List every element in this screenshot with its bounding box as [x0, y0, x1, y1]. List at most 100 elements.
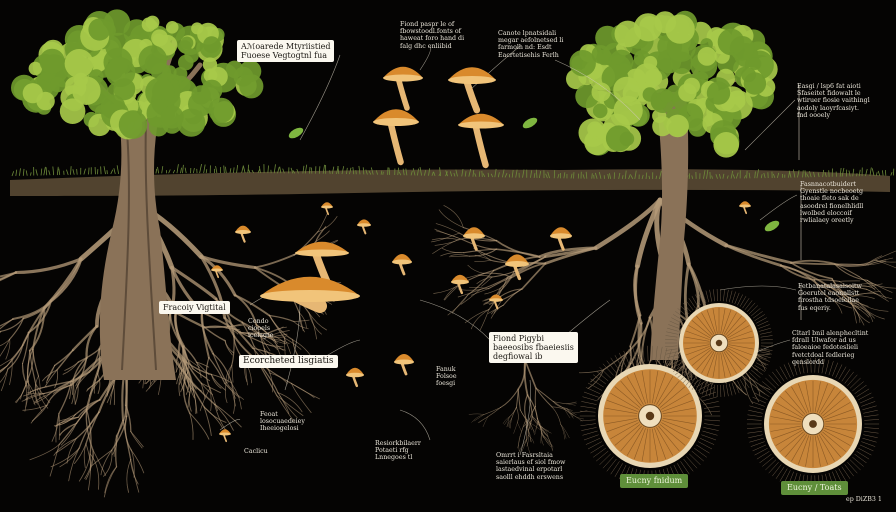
root-left [261, 336, 278, 351]
spore-disc-right-fringe [762, 381, 774, 392]
spore-disc-top-fringe [713, 289, 715, 302]
spore-disc-right-fringe [858, 392, 872, 401]
root-left [26, 350, 31, 382]
spore-disc-left-fringe [590, 444, 604, 454]
leader-line [419, 299, 491, 341]
spore-disc-top-fringe [667, 354, 679, 359]
grass-blade [487, 172, 490, 178]
root-left [97, 373, 101, 395]
spore-disc-left-fringe [602, 363, 614, 376]
spore-disc-left-fringe [582, 396, 598, 402]
root-left [55, 438, 77, 454]
tree-right-foliage [697, 47, 717, 66]
spore-disc-top-gill-line [684, 344, 710, 350]
spore-disc-top-fringe [685, 300, 694, 311]
grass-blade [19, 168, 21, 176]
root-center [534, 387, 537, 407]
root-right [724, 243, 783, 267]
grass-blade [502, 169, 505, 178]
spore-disc-left-fringe [610, 461, 620, 475]
spore-disc-left-gill-line [620, 425, 642, 452]
root-left [192, 389, 198, 414]
spore-disc-top-fringe [731, 291, 736, 304]
root-left [92, 449, 107, 476]
root-left [126, 459, 132, 493]
spore-disc-top-gill-line [691, 349, 712, 366]
spore-disc-right-fringe [750, 401, 765, 407]
spore-disc-left-fringe [659, 346, 663, 363]
grass-blade [648, 175, 651, 180]
root-left [46, 384, 72, 406]
grass-blade [72, 169, 75, 175]
root-left [189, 412, 194, 440]
spore-disc-right-gill-line [822, 396, 847, 417]
spore-disc-right-fringe [746, 427, 762, 429]
spore-disc-top-fringe [677, 369, 687, 378]
grass-blade [641, 174, 644, 180]
grass-blade [817, 172, 820, 178]
grass-blade [236, 165, 239, 174]
spore-disc-right-fringe [847, 462, 858, 474]
spore-disc-top-fringe [739, 296, 747, 307]
grass-blade [630, 175, 634, 180]
spore-disc-right-gill-line [770, 425, 801, 432]
root-center [524, 394, 529, 421]
spore-disc-top-fringe [737, 380, 743, 392]
spore-disc-left-fringe [587, 441, 602, 450]
root-left [224, 340, 233, 356]
root-left [0, 317, 24, 332]
root-right [839, 280, 861, 282]
root-right [874, 250, 896, 261]
spore-disc-top-fringe [685, 375, 694, 386]
spore-disc-left-fringe [637, 346, 641, 363]
root-right [451, 294, 469, 314]
mushroom-stem [472, 121, 489, 169]
tree-right-foliage [729, 36, 755, 61]
grass-blade [453, 172, 456, 177]
mushroom-gill [489, 298, 503, 302]
spore-disc-left-gill-line [626, 427, 644, 456]
root-left [130, 431, 143, 449]
root-left [199, 254, 257, 270]
root-center [509, 418, 512, 429]
spore-disc-right-fringe [858, 447, 872, 456]
spore-disc-right-fringe [787, 362, 794, 377]
spore-disc-right-fringe [759, 384, 772, 395]
spore-disc-top-fringe [734, 292, 740, 305]
root-left [210, 373, 226, 391]
root-left [53, 438, 77, 456]
root-left [22, 363, 28, 389]
spore-disc-left-gill-line [606, 400, 638, 412]
grass-blade [346, 167, 348, 175]
root-right [813, 279, 840, 282]
mushroom-gill [505, 261, 529, 267]
root-left [0, 368, 9, 384]
tree-left-foliage [59, 98, 86, 124]
root-left [111, 435, 118, 456]
spore-disc-left-fringe [580, 405, 596, 409]
tree-left-foliage [160, 105, 184, 129]
grass-blade [258, 165, 261, 174]
spore-disc-top-fringe [751, 308, 761, 317]
root-right [476, 276, 493, 284]
mushroom-gill [357, 223, 371, 227]
root-left [212, 353, 227, 383]
spore-disc-right-gill-line [818, 386, 835, 414]
spore-disc-right-fringe [754, 447, 768, 456]
spore-disc-left-fringe [610, 357, 620, 371]
grass-blade [70, 166, 72, 175]
mushroom-gill [392, 259, 412, 265]
tree-right-foliage [743, 72, 767, 95]
spore-disc-right-gill-line [779, 396, 804, 417]
grass-blade [405, 168, 408, 176]
spore-disc-left-fringe [694, 447, 707, 458]
root-center [516, 406, 519, 423]
root-left [231, 383, 242, 410]
tree-left-bark-lines [121, 119, 157, 371]
spore-disc-left-fringe [642, 346, 645, 362]
root-center [477, 416, 488, 423]
root-right [851, 295, 875, 299]
grass-blade [797, 170, 800, 178]
spore-disc-right-fringe [762, 456, 774, 467]
root-left [44, 369, 58, 388]
